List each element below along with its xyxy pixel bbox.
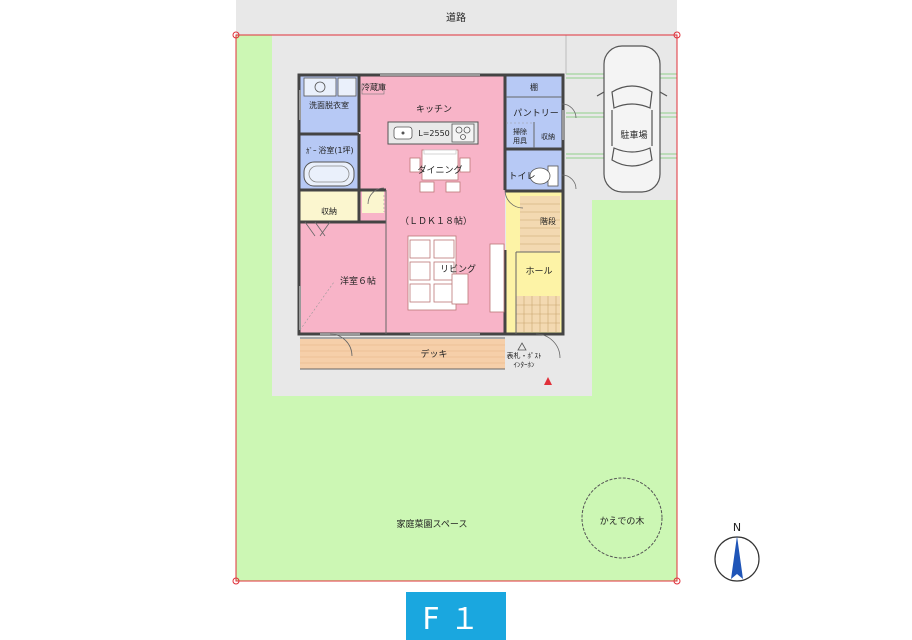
bath-sub-label: ｶﾞｰ	[306, 147, 317, 155]
living-label: リビング	[440, 263, 476, 275]
road-label: 道路	[446, 11, 466, 24]
deck-area	[300, 339, 505, 369]
counter-length: L=2550	[418, 129, 450, 138]
washroom-label: 洗面脱衣室	[309, 100, 349, 110]
post-marker-icon	[517, 342, 527, 351]
bathtub-icon	[303, 161, 355, 187]
parking-label: 駐車場	[620, 129, 647, 141]
compass-icon	[714, 536, 760, 582]
fridge-label: 冷蔵庫	[362, 82, 386, 92]
cleaning-label-2: 用具	[513, 137, 527, 145]
stair-treads	[516, 203, 560, 332]
storage-left-label: 収納	[321, 206, 337, 216]
toilet-label: トイレ	[508, 172, 535, 182]
washer-icon	[337, 77, 357, 97]
thin-walls	[300, 96, 562, 370]
floor-badge: F１	[406, 592, 506, 640]
storage-left-area	[300, 191, 358, 221]
deck-label: デッキ	[420, 348, 447, 360]
stairs-area	[520, 196, 560, 252]
stairs-label: 階段	[540, 216, 556, 226]
dotted-lines	[299, 122, 534, 331]
bath-label: 浴室(1坪)	[318, 145, 353, 155]
deck-boards	[300, 344, 505, 364]
boundary-markers	[232, 31, 681, 585]
kitchen-label: キッチン	[416, 104, 452, 115]
entrance-marker-icon	[544, 377, 552, 385]
garden-label: 家庭菜園スペース	[397, 518, 468, 530]
storage-right-label: 収納	[541, 132, 555, 141]
living-furniture	[407, 235, 505, 313]
ldk-label: （ＬＤＫ１８帖）	[400, 215, 472, 227]
entrance-label-2: ｲﾝﾀｰﾎﾝ	[514, 361, 535, 369]
hall-label: ホール	[525, 266, 552, 277]
window-marks	[299, 74, 564, 335]
pantry-label: パントリー	[513, 108, 558, 119]
bedroom-label: 洋室６帖	[340, 275, 376, 287]
dining-set	[409, 149, 471, 193]
stove-icon	[451, 123, 475, 143]
dining-label: ダイニング	[417, 164, 462, 176]
road-area	[236, 0, 677, 35]
site-boundary	[235, 34, 678, 582]
door-swings	[304, 103, 577, 359]
compass-north-label: N	[733, 521, 741, 534]
tree-label: かえでの木	[600, 515, 645, 527]
entrance-label-1: 表札・ﾎﾟｽﾄ	[507, 351, 542, 360]
fridge-box	[361, 83, 385, 95]
toilet-icon	[529, 165, 559, 187]
cleaning-label-1: 掃除	[513, 127, 527, 136]
shelf-label: 棚	[530, 82, 538, 92]
vanity-icon	[303, 77, 337, 97]
tree-icon	[581, 477, 663, 559]
car-icon	[596, 45, 668, 193]
